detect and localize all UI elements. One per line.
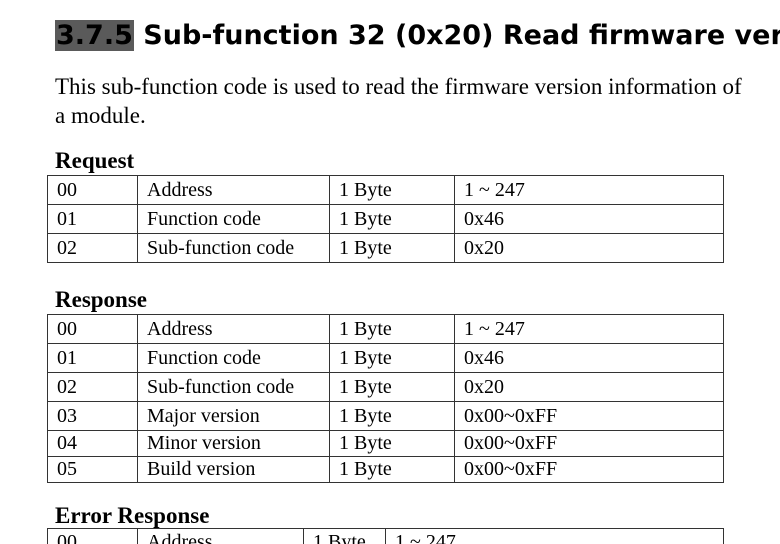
- offset-cell: 03: [47, 401, 138, 431]
- offset-cell: 02: [47, 372, 138, 402]
- field-cell: Address: [137, 175, 330, 205]
- section-heading: 3.7.5 Sub-function 32 (0x20) Read firmwa…: [55, 18, 780, 54]
- error-response-table: 00 Address 1 Byte 1 ~ 247: [47, 528, 724, 544]
- offset-cell: 01: [47, 204, 138, 234]
- size-cell: 1 Byte: [329, 175, 455, 205]
- offset-cell: 00: [47, 314, 138, 344]
- request-table: 00 Address 1 Byte 1 ~ 247 01 Function co…: [47, 175, 724, 263]
- section-title: Sub-function 32 (0x20) Read firmware ver…: [143, 20, 780, 51]
- size-cell: 1 Byte: [329, 372, 455, 402]
- value-cell: 0x20: [454, 233, 724, 263]
- size-cell: 1 Byte: [329, 314, 455, 344]
- field-cell: Address: [137, 528, 304, 544]
- offset-cell: 00: [47, 175, 138, 205]
- response-label: Response: [55, 287, 148, 312]
- field-cell: Sub-function code: [137, 233, 330, 263]
- table-row: 04 Minor version 1 Byte 0x00~0xFF: [47, 430, 724, 457]
- intro-paragraph: This sub-function code is used to read t…: [55, 74, 742, 128]
- response-table: 00 Address 1 Byte 1 ~ 247 01 Function co…: [47, 314, 724, 483]
- offset-cell: 05: [47, 456, 138, 483]
- value-cell: 0x46: [454, 343, 724, 373]
- table-row: 01 Function code 1 Byte 0x46: [47, 343, 724, 373]
- size-cell: 1 Byte: [329, 430, 455, 457]
- size-cell: 1 Byte: [329, 204, 455, 234]
- size-cell: 1 Byte: [329, 401, 455, 431]
- field-cell: Function code: [137, 343, 330, 373]
- error-response-label: Error Response: [55, 503, 210, 528]
- value-cell: 0x00~0xFF: [454, 456, 724, 483]
- value-cell: 0x46: [454, 204, 724, 234]
- size-cell: 1 Byte: [329, 343, 455, 373]
- table-row: 02 Sub-function code 1 Byte 0x20: [47, 372, 724, 402]
- table-row: 01 Function code 1 Byte 0x46: [47, 204, 724, 234]
- table-row: 00 Address 1 Byte 1 ~ 247: [47, 314, 724, 344]
- field-cell: Sub-function code: [137, 372, 330, 402]
- value-cell: 1 ~ 247: [454, 314, 724, 344]
- value-cell: 0x00~0xFF: [454, 430, 724, 457]
- value-cell: 1 ~ 247: [454, 175, 724, 205]
- request-label: Request: [55, 148, 135, 173]
- field-cell: Address: [137, 314, 330, 344]
- field-cell: Function code: [137, 204, 330, 234]
- section-number: 3.7.5: [55, 20, 134, 51]
- table-row: 03 Major version 1 Byte 0x00~0xFF: [47, 401, 724, 431]
- size-cell: 1 Byte: [303, 528, 386, 544]
- value-cell: 0x20: [454, 372, 724, 402]
- size-cell: 1 Byte: [329, 233, 455, 263]
- offset-cell: 00: [47, 528, 138, 544]
- field-cell: Minor version: [137, 430, 330, 457]
- field-cell: Major version: [137, 401, 330, 431]
- table-row: 05 Build version 1 Byte 0x00~0xFF: [47, 456, 724, 483]
- table-row: 02 Sub-function code 1 Byte 0x20: [47, 233, 724, 263]
- size-cell: 1 Byte: [329, 456, 455, 483]
- offset-cell: 01: [47, 343, 138, 373]
- offset-cell: 04: [47, 430, 138, 457]
- table-row: 00 Address 1 Byte 1 ~ 247: [47, 175, 724, 205]
- value-cell: 0x00~0xFF: [454, 401, 724, 431]
- offset-cell: 02: [47, 233, 138, 263]
- table-row: 00 Address 1 Byte 1 ~ 247: [47, 528, 724, 544]
- value-cell: 1 ~ 247: [385, 528, 724, 544]
- field-cell: Build version: [137, 456, 330, 483]
